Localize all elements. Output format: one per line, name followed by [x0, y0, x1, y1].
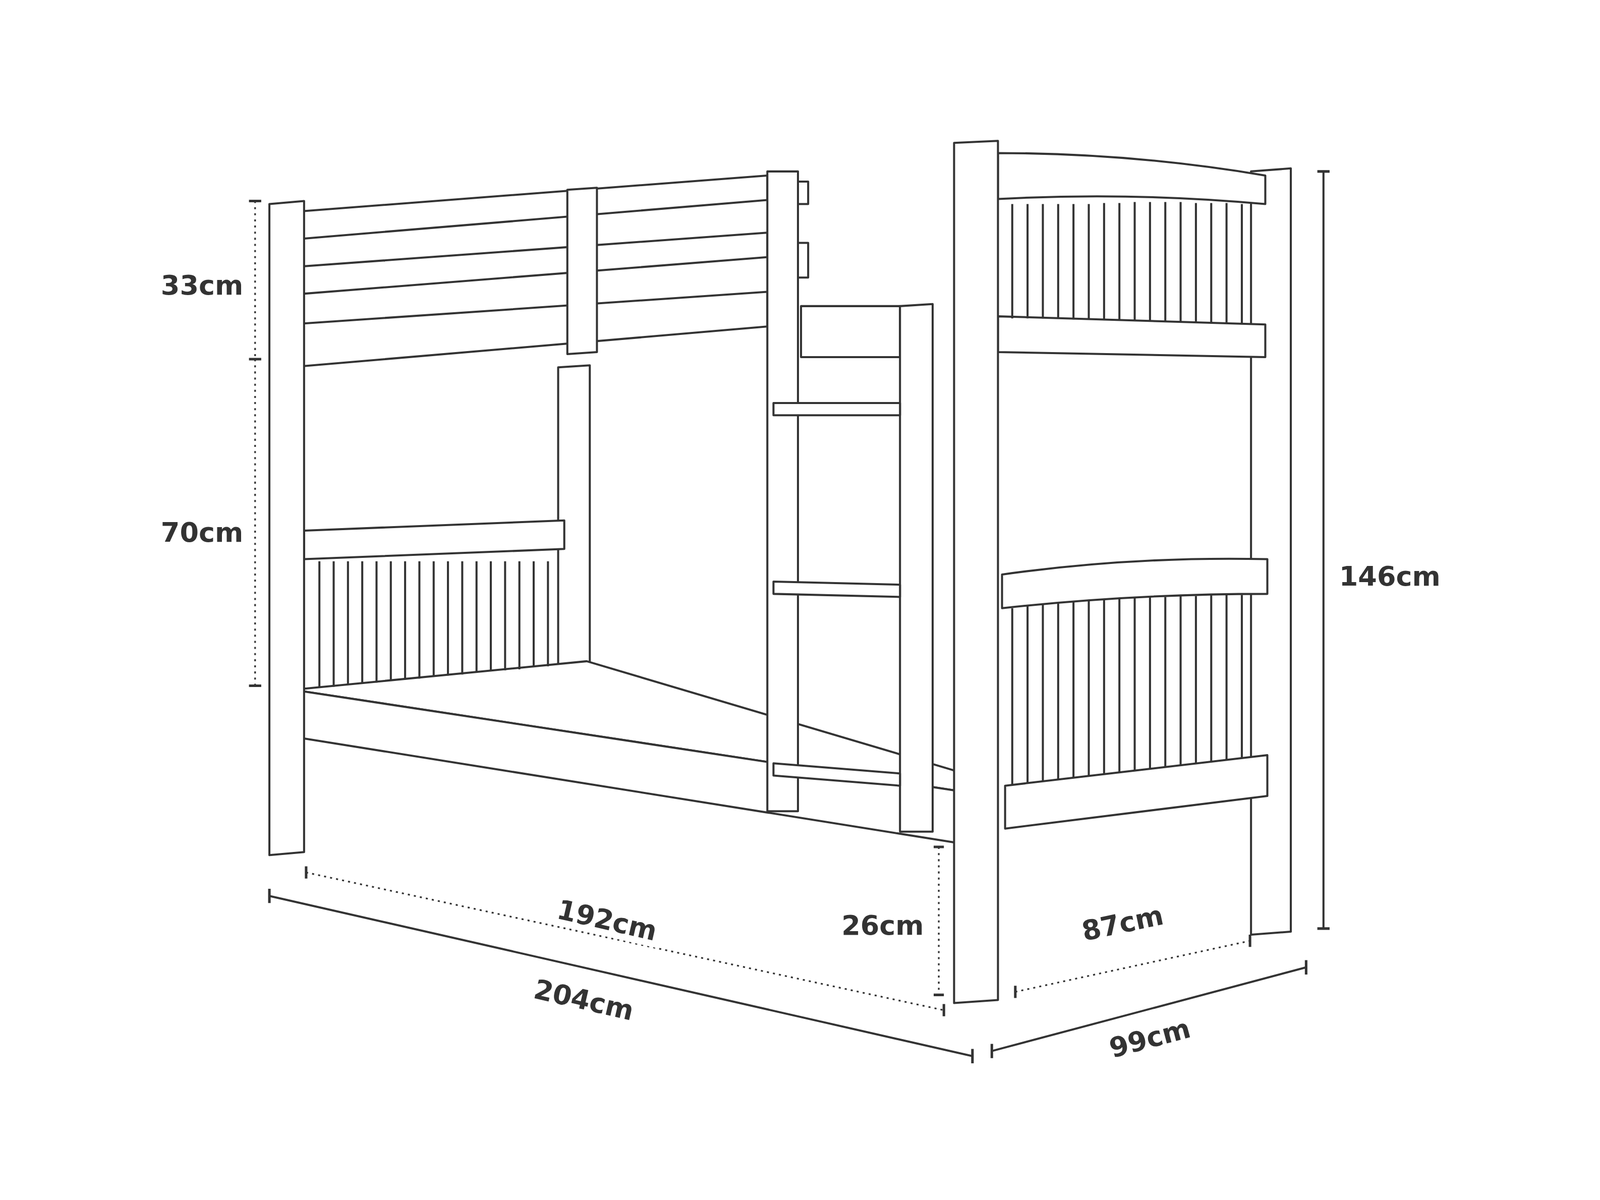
- dimension-label: 99cm: [1102, 1011, 1198, 1066]
- dimension-label: 204cm: [526, 972, 641, 1028]
- dimension-label: 87cm: [1074, 898, 1170, 949]
- dimension-label: 192cm: [550, 892, 664, 948]
- dimension-label: 146cm: [1335, 560, 1445, 593]
- dimension-label: 70cm: [156, 517, 248, 549]
- dimension-label: 33cm: [156, 269, 248, 302]
- dimension-label: 26cm: [837, 909, 928, 942]
